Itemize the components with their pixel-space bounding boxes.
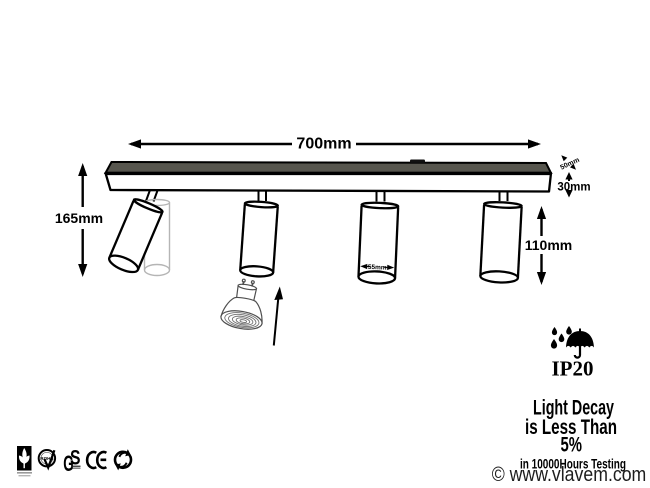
- svg-text:5%: 5%: [561, 433, 583, 457]
- svg-text:is Less Than: is Less Than: [525, 415, 617, 439]
- svg-text:700mm: 700mm: [296, 136, 351, 153]
- svg-text:30mm: 30mm: [557, 182, 590, 194]
- svg-text:Light Decay: Light Decay: [533, 396, 614, 420]
- svg-text:110mm: 110mm: [525, 237, 572, 253]
- svg-text:55mm: 55mm: [368, 264, 387, 272]
- svg-text:© www.vlavem.com: © www.vlavem.com: [492, 463, 647, 486]
- svg-text:50mm: 50mm: [559, 157, 580, 172]
- svg-text:S: S: [70, 447, 81, 470]
- svg-text:IP20: IP20: [552, 357, 594, 381]
- svg-text:in 10000Hours Testing: in 10000Hours Testing: [520, 457, 626, 472]
- svg-text:ROHS: ROHS: [40, 456, 53, 461]
- svg-text:165mm: 165mm: [55, 210, 103, 226]
- svg-text:G: G: [63, 451, 74, 476]
